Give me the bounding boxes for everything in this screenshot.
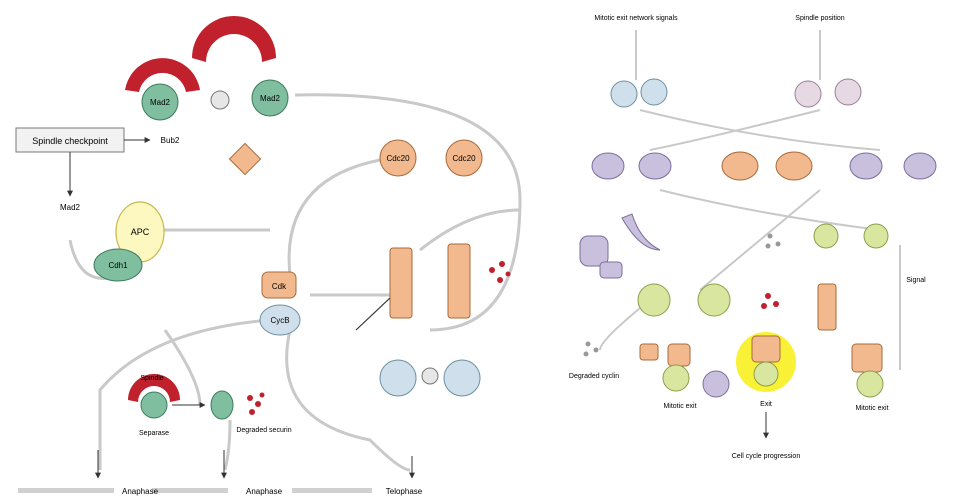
- row2-node-a: [591, 152, 625, 180]
- mitotic-exit-label-2: Mitotic exit: [855, 405, 888, 412]
- right-connectors: [599, 30, 901, 370]
- lower-orange-box-b: [667, 343, 691, 367]
- telophase-label: Telophase: [386, 487, 423, 496]
- exit-sub-label: Cell cycle progression: [732, 453, 801, 460]
- lower-orange-box-a: [639, 343, 659, 361]
- kinetochore-arc-2: [192, 16, 276, 62]
- fragments-lower: [583, 341, 599, 357]
- inhibit-arrow: [355, 297, 391, 331]
- mitotic-exit-label-1: Mitotic exit: [663, 403, 696, 410]
- row1-node-d: [834, 78, 862, 106]
- small-complex-node-2: [421, 367, 439, 385]
- mid-lime-node-b: [697, 283, 731, 317]
- fragments-mid: [761, 293, 779, 309]
- row2-node-b: [638, 152, 672, 180]
- lime-node-2: [863, 223, 889, 249]
- kinetochore-arc-1: [125, 58, 200, 92]
- row2-node-d: [775, 151, 813, 181]
- degraded-securin-label: Degraded securin: [236, 427, 291, 434]
- cdk-node: [261, 271, 297, 299]
- bub2-label: Bub2: [161, 136, 180, 145]
- signal-label: Signal: [906, 277, 926, 284]
- fragments-upper: [765, 233, 781, 249]
- spindle-arc: [128, 374, 180, 402]
- spindle-label: Spindle: [140, 375, 163, 382]
- cup-shape-1: [579, 235, 609, 267]
- right-panel: Mitotic exit network signals Spindle pos…: [569, 15, 937, 460]
- exit-center-label: Exit: [760, 401, 772, 408]
- lower-right-node: [856, 370, 884, 398]
- mad2-label-1: Mad2: [150, 98, 171, 107]
- anaphase-label-2: Anaphase: [246, 487, 283, 496]
- row2-node-c: [721, 151, 759, 181]
- degraded-cyclin-label: Degraded cyclin: [569, 373, 619, 380]
- row1-node-a: [610, 80, 638, 108]
- separase-node-a: [379, 359, 417, 397]
- lower-right-box: [851, 343, 883, 373]
- row1-node-c: [794, 80, 822, 108]
- row2-node-f: [903, 152, 937, 180]
- securin-node: [210, 390, 234, 420]
- small-complex-node: [210, 90, 230, 110]
- crescent-shape: [621, 213, 661, 251]
- cdc20-label-b: Cdc20: [452, 154, 476, 163]
- degraded-fragments-left: [247, 392, 265, 415]
- left-connectors: [68, 93, 522, 472]
- cdh1-node: [93, 248, 143, 282]
- cdc20-node-b: [445, 139, 483, 177]
- mid-orange-bar: [817, 283, 837, 331]
- securin-complex-b: [447, 243, 471, 319]
- cdc20-label-a: Cdc20: [386, 154, 410, 163]
- cdc20-node-a: [379, 139, 417, 177]
- separase-green-node: [140, 391, 168, 419]
- cdk-label: Cdk: [272, 282, 287, 291]
- mid-lime-node-a: [637, 283, 671, 317]
- mad2-node-2: [251, 79, 289, 117]
- row2-node-e: [849, 152, 883, 180]
- row1-node-b: [640, 78, 668, 106]
- left-panel: Mad2 Mad2 Spindle checkpoint Bub2 Mad2 A…: [15, 16, 522, 496]
- mad2-label-2: Mad2: [260, 94, 281, 103]
- cup-shape-2: [599, 261, 623, 279]
- degraded-fragments-right: [489, 261, 511, 283]
- mad2-left-label: Mad2: [60, 203, 81, 212]
- lime-node-1: [813, 223, 839, 249]
- mad2-node-1: [141, 83, 179, 121]
- securin-complex-a: [389, 247, 413, 319]
- spindle-checkpoint-label: Spindle checkpoint: [32, 136, 108, 146]
- lower-lime-node: [662, 364, 690, 392]
- highlight-core-node: [753, 361, 779, 387]
- apc-label: APC: [131, 227, 150, 237]
- anaphase-label-1: Anaphase: [122, 487, 159, 496]
- cyclin-node: [259, 304, 301, 336]
- phase-bar: [18, 488, 372, 493]
- top-label-right: Spindle position: [795, 15, 845, 22]
- cyclin-label: CycB: [270, 316, 289, 325]
- lower-lavender-node: [702, 370, 730, 398]
- cdh1-label: Cdh1: [108, 261, 128, 270]
- separase-node-b: [443, 359, 481, 397]
- inhibitor-diamond: [228, 142, 262, 176]
- separase-label: Separase: [139, 430, 169, 437]
- top-label-left: Mitotic exit network signals: [594, 15, 678, 22]
- highlight-core-box: [751, 335, 781, 363]
